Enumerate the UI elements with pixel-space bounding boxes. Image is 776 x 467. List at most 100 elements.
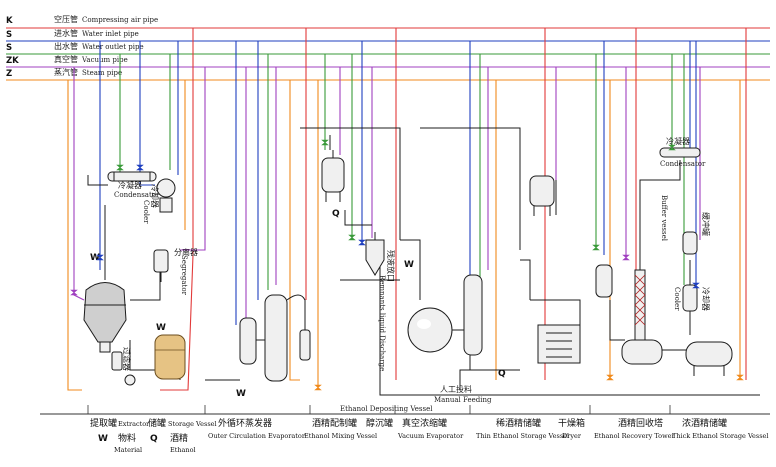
- process-line: [520, 259, 531, 300]
- key-material: W 物料 Material: [98, 432, 142, 454]
- q-marker: Q: [332, 209, 340, 219]
- condenser2-body: [659, 147, 701, 158]
- caption-en: Thick Ethanol Storage Vessel: [672, 432, 768, 440]
- cooler2-cn-label: 冷却器: [701, 287, 711, 311]
- buffer-body: [682, 231, 698, 255]
- valve-icon: [668, 144, 676, 151]
- condenser-cn-label: 冷凝器: [118, 180, 142, 190]
- vacuum-branch-separator: [180, 67, 206, 251]
- condenser2-en-label: Condensator: [660, 160, 706, 168]
- key-cn: 酒精: [170, 432, 188, 444]
- ethanol-depositing-en-label: Ethanol Depositing Vessel: [340, 405, 433, 413]
- q-marker: Q: [498, 369, 506, 379]
- process-line: [400, 239, 421, 300]
- buffer-vessel: 缓冲罐 Buffer vessel: [660, 195, 711, 255]
- legend-en: Water outlet pipe: [82, 43, 144, 51]
- thin-ethanol-storage-vessel: [529, 175, 555, 216]
- caption-cn: 储罐: [148, 417, 166, 429]
- caption-vacuum-evaporator: 真空浓缩罐 Vacuum Evaporator: [397, 417, 464, 440]
- w-marker: W: [156, 323, 166, 333]
- buffer-en-label: Buffer vessel: [660, 195, 668, 242]
- condenser-2: 冷凝器 Condensator: [659, 136, 706, 168]
- evap-vapor-line: [286, 294, 306, 330]
- condenser2-cn-label: 冷凝器: [666, 136, 690, 146]
- key-en: Material: [114, 446, 142, 454]
- legend-key: S: [6, 43, 12, 53]
- legend-en: Vacuum pipe: [81, 56, 128, 64]
- valve-icon: [136, 164, 144, 171]
- ethanol-depositing-vessel: 残液放口 Remnants liquid Discharge W: [365, 232, 414, 371]
- caption-depositing-vessel: 醇沉罐: [366, 417, 393, 429]
- legend-row-vacuum: ZK 真空管 Vacuum pipe: [6, 54, 770, 68]
- process-line: [379, 260, 560, 396]
- process-line: [459, 369, 490, 390]
- storage-vessel: W: [154, 323, 186, 380]
- process-line: [609, 300, 625, 341]
- caption-thin-ethanol: 稀酒精储罐 Thin Ethanol Storage Vessel: [476, 417, 569, 440]
- valve-icon: [348, 234, 356, 241]
- filter-body: [111, 351, 123, 371]
- cooler2-en-label: Cooler: [673, 287, 681, 311]
- remnants-en-label: Remnants liquid Discharge: [378, 275, 386, 371]
- caption-cn: 醇沉罐: [366, 417, 393, 429]
- legend-en: Steam pipe: [82, 69, 122, 77]
- mixing-body: [321, 157, 345, 193]
- vacuum-evap-sphere: [407, 307, 453, 353]
- separator-en-label: Segregator: [180, 255, 188, 296]
- caption-cn: 真空浓缩罐: [402, 417, 447, 429]
- recovery-feed-body: [595, 264, 613, 298]
- valves: [70, 139, 744, 391]
- caption-en: Storage Vessel: [168, 420, 217, 428]
- vacuum-evaporator: 人工投料 Manual Feeding Q: [407, 274, 506, 404]
- steam-branch-extractor: [67, 80, 82, 391]
- ethanol-recovery-tower: [621, 269, 663, 365]
- vacuum-evap-column: [463, 274, 483, 356]
- caption-cn: 浓酒精储罐: [682, 417, 727, 429]
- caption-en: Thin Ethanol Storage Vessel: [476, 432, 569, 440]
- caption-cn: 干燥箱: [558, 417, 585, 429]
- caption-cn: 提取罐: [90, 417, 117, 429]
- caption-outer-evaporator: 外循环蒸发器 Outer Circulation Evaporator: [208, 417, 306, 440]
- cooler2-body: [682, 284, 698, 312]
- valve-icon: [606, 374, 614, 381]
- extractor: W: [83, 253, 127, 353]
- thick-ethanol-storage-vessel: [685, 341, 733, 376]
- pump: [124, 374, 136, 386]
- legend-en: Compressing air pipe: [82, 16, 158, 24]
- dryer: [537, 324, 581, 364]
- ethanol-mixing-vessel: Q: [321, 150, 345, 219]
- branch-pipes: [67, 28, 747, 391]
- extractor-outlet: [99, 341, 111, 353]
- caption-storage-vessel: 储罐 Storage Vessel: [148, 417, 217, 429]
- caption-recovery-tower: 酒精回收塔 Ethanol Recovery Tower: [594, 417, 675, 440]
- legend-en: Water inlet pipe: [82, 30, 139, 38]
- legend-cn: 空压管: [54, 14, 78, 24]
- depositing-body: [365, 239, 385, 276]
- manual-feed-en-label: Manual Feeding: [434, 396, 492, 404]
- valve-icon: [70, 289, 78, 296]
- filter-cn-label: 过滤器: [122, 347, 132, 371]
- legend-cn: 出水管: [54, 41, 78, 51]
- filter: 过滤器: [111, 347, 136, 386]
- valve-icon: [321, 139, 329, 146]
- key-letter: W: [98, 434, 108, 444]
- process-line: [300, 127, 401, 240]
- legend-row-steam: Z 蒸汽管 Steam pipe: [6, 67, 770, 81]
- process-line: [530, 299, 581, 325]
- evap-heater: [239, 317, 257, 365]
- caption-en: Dryer: [562, 432, 582, 440]
- process-line: [87, 175, 108, 186]
- caption-dryer: 干燥箱 Dryer: [558, 417, 585, 440]
- caption-cn: 酒精配制罐: [312, 417, 357, 429]
- valve-icon: [358, 239, 366, 246]
- cooler-cn-label: 冷却器: [150, 184, 160, 208]
- valve-icon: [116, 164, 124, 171]
- key-cn: 物料: [118, 432, 136, 444]
- thick-ethanol-body: [685, 341, 733, 367]
- legend-row-compressed-air: K 空压管 Compressing air pipe: [6, 14, 770, 29]
- recovery-packing: [634, 274, 646, 326]
- legend-cn: 进水管: [54, 28, 78, 38]
- caption-cn: 外循环蒸发器: [218, 417, 272, 429]
